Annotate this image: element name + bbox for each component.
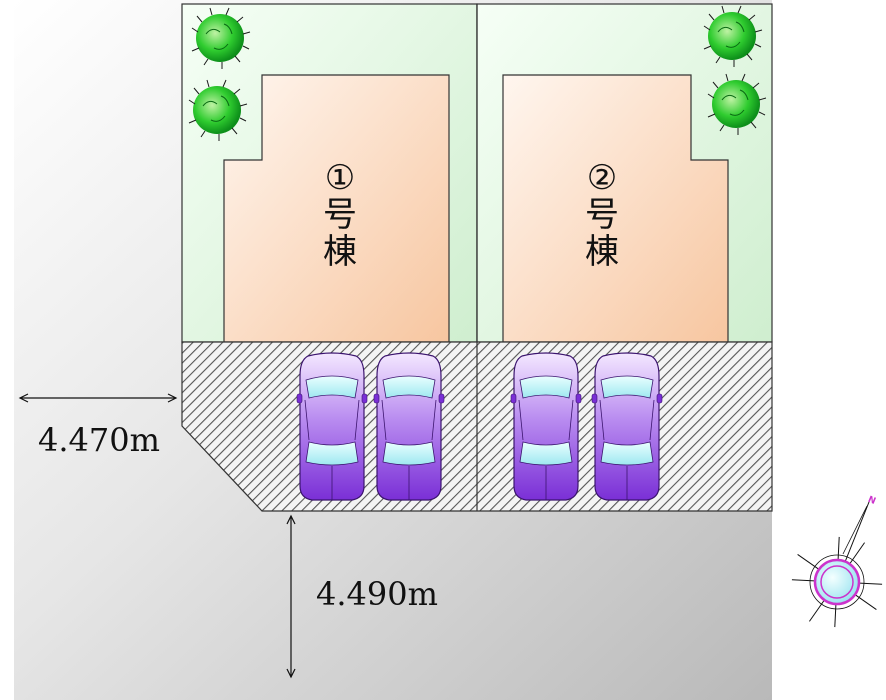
south-road-width-label: 4.490m bbox=[316, 575, 438, 613]
house-1-label-char2: 棟 bbox=[323, 232, 357, 272]
house-1-number: ① bbox=[325, 158, 355, 198]
house-2-number: ② bbox=[587, 158, 617, 198]
compass-icon bbox=[791, 501, 883, 628]
south-road-dimension-arrow bbox=[286, 514, 296, 679]
house-2-label-char1: 号 bbox=[585, 195, 619, 235]
car-icon bbox=[296, 352, 368, 501]
car-icon bbox=[591, 352, 663, 501]
house-2-label-char2: 棟 bbox=[585, 232, 619, 272]
west-road-width-label: 4.470m bbox=[38, 421, 160, 459]
car-icon bbox=[373, 352, 445, 501]
house-1-label-char1: 号 bbox=[323, 195, 357, 235]
car-icon bbox=[510, 352, 582, 501]
west-road-dimension-arrow bbox=[18, 393, 178, 403]
compass-north-label: N bbox=[866, 495, 877, 507]
